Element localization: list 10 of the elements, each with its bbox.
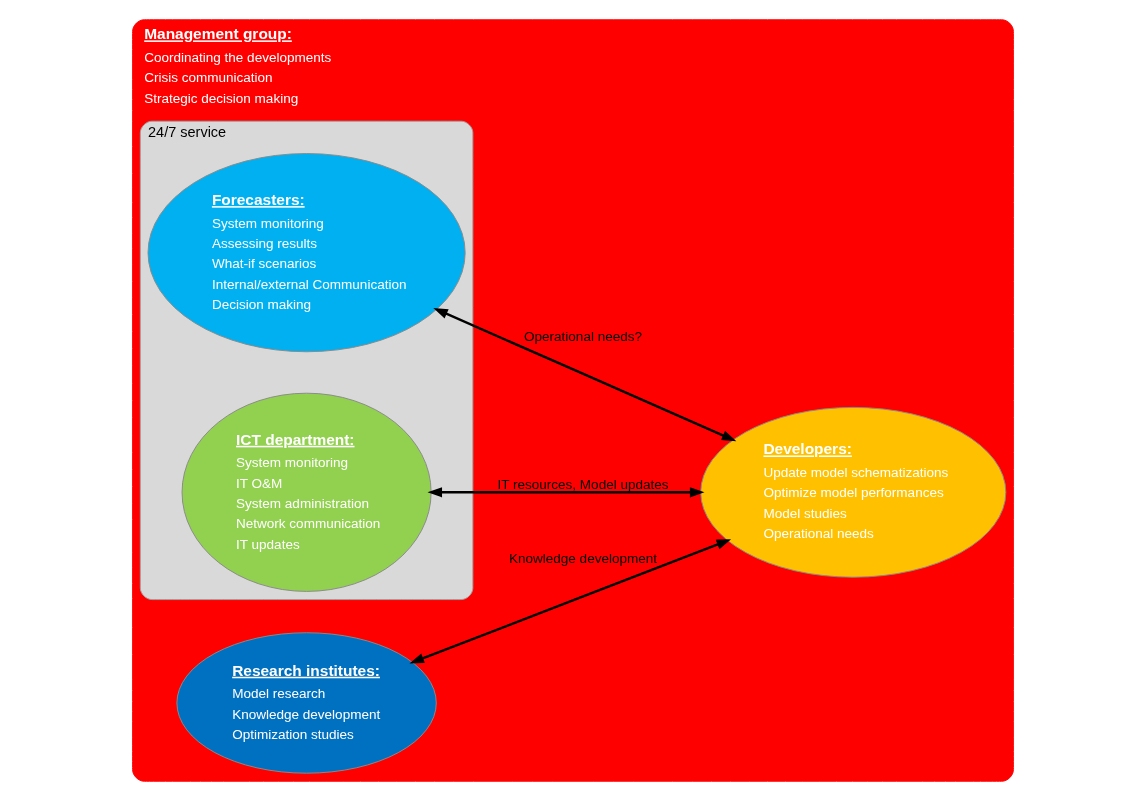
node-ellipse: ICT department: System monitoring IT O&M System administration Network communication IT updates bbox=[181, 392, 432, 592]
node-ellipse: Developers: Update model schematizations Optimize model performances Model studies Operational needs bbox=[699, 406, 1006, 578]
edge-label: Operational needs? bbox=[523, 328, 642, 344]
node-ellipse: Forecasters: System monitoring Assessing results What-if scenarios Internal/external Communication Decision making bbox=[147, 153, 466, 353]
node-ellipse: Research institutes: Model research Knowledge development Optimization studies bbox=[175, 632, 437, 774]
edge-label: Knowledge development bbox=[508, 551, 657, 567]
arrow bbox=[432, 307, 736, 442]
arrow bbox=[409, 539, 731, 664]
arrow bbox=[427, 487, 704, 498]
edge-label: IT resources, Model updates bbox=[496, 476, 669, 492]
